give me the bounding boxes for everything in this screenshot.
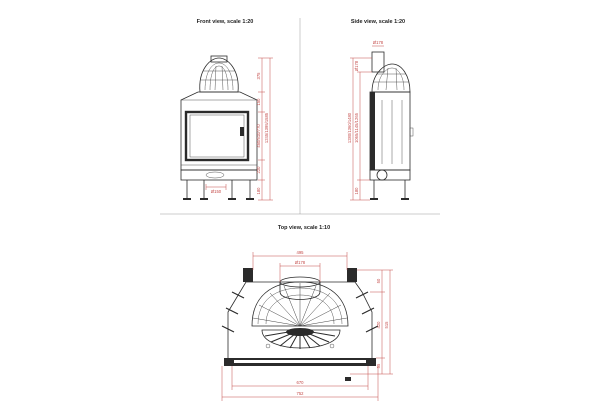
front-dim-375: 375 [256,72,261,80]
side-dim-mid: 1065/1145/1265 [354,112,359,143]
top-bolt-right [329,343,335,349]
front-door-handle [240,127,244,136]
top-side-rods [221,291,379,333]
side-door-profile [370,92,375,170]
top-view-title: Top view, scale 1:10 [278,225,330,231]
front-plinth [180,169,258,181]
front-glass-inner [189,114,245,158]
top-bolt-left [265,343,271,349]
front-foot-3 [228,198,236,200]
side-dimensions [350,45,384,201]
side-flue [371,51,385,73]
side-foot-2 [401,198,409,200]
front-view-title: Front view, scale 1:20 [197,19,254,25]
top-view: Top view, scale 1:10 [221,225,393,401]
front-foot-2 [200,198,208,200]
side-handle [409,127,414,137]
side-plinth [369,169,411,181]
top-dim-670: 670 [297,380,305,385]
side-view: Side view, scale 1:20 Ø178 [347,19,414,201]
front-flue-collar [210,55,228,63]
top-dim-420: 420 [376,321,381,329]
top-dim-515: 515 [384,321,389,329]
top-grate [261,329,341,349]
front-dome-ribs [201,62,237,91]
front-dim-total: 1245/1395/1585 [264,112,269,143]
top-dimensions [221,252,393,401]
front-glass-door [184,110,250,162]
side-dome-ribs [373,67,409,91]
front-body [180,91,258,171]
top-dome-plan [251,281,349,327]
side-foot-1 [370,198,378,200]
top-dim-flue: Ø178 [295,260,306,265]
front-dim-flue: Ø150 [211,189,222,194]
top-dome-ribs [252,283,348,327]
side-dim-flue-side: Ø178 [354,60,359,71]
side-view-title: Side view, scale 1:20 [351,19,405,25]
front-dome [199,57,239,93]
side-body [369,91,411,171]
front-view: Front view, scale 1:20 [180,19,273,201]
front-air-inlet [205,171,225,179]
top-corner-left [243,268,253,282]
top-dim-55: 55 [376,363,381,368]
front-foot-4 [246,198,254,200]
top-flue-collar [279,282,321,300]
front-foot-1 [183,198,191,200]
side-air-inlet [376,169,388,181]
top-front-frame-gap [234,360,366,363]
front-dimensions [205,57,273,201]
side-dim-flue-top: Ø178 [373,40,384,45]
front-dim-180: 180 [256,187,261,195]
top-front-handle [345,377,351,381]
front-dim-150: 150 [256,98,261,106]
side-dome [371,63,411,93]
front-dim-inner: 450/510/770 [256,124,261,148]
top-corner-right [347,268,357,282]
front-dim-220: 220 [256,166,261,174]
top-dim-495: 495 [297,250,305,255]
top-grate-hub [286,328,314,336]
top-dim-752: 752 [297,391,305,396]
side-dim-tall: 1280/1360/1480 [347,112,352,143]
side-dim-180: 180 [354,187,359,195]
top-dim-50: 50 [376,278,381,283]
